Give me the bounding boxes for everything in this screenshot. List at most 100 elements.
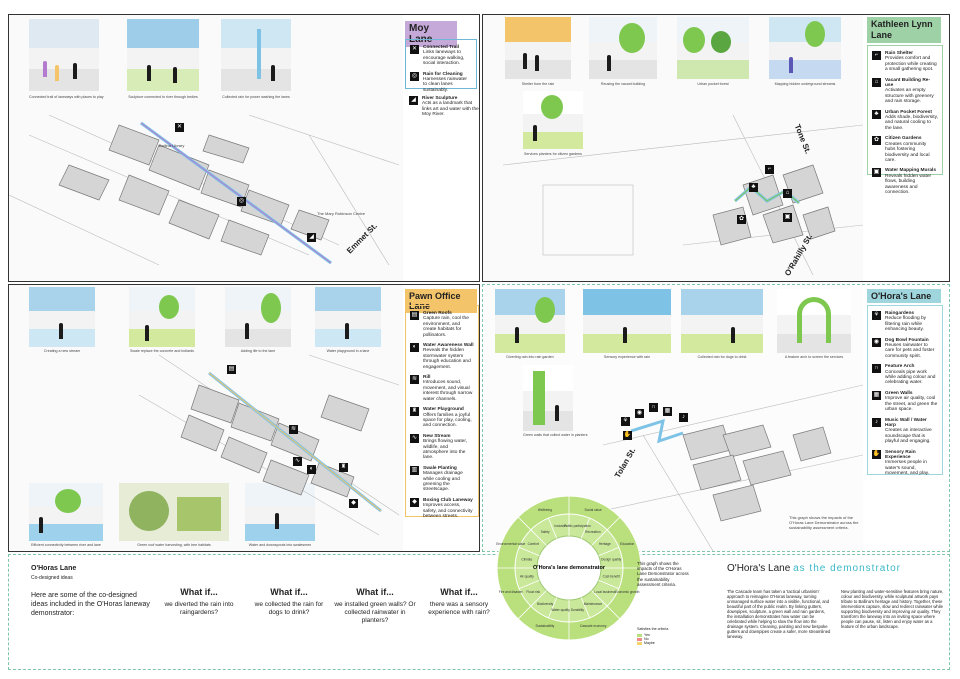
ohora-map-icon-6[interactable]: ✋ bbox=[623, 431, 632, 440]
ohora-lane-section: Diverting rain into rain garden Sensory … bbox=[482, 284, 950, 552]
wheel-outer-label: Social value bbox=[585, 508, 602, 512]
pawn-map-icon-5[interactable]: ♜ bbox=[339, 463, 348, 472]
wheel-inner-divider bbox=[591, 529, 608, 546]
pawn-lane-section: Creating a new stream Swale replace the … bbox=[8, 284, 480, 552]
library-label: Ballina Library bbox=[159, 143, 185, 148]
pawn-caption-6: Green roof water harvesting, with bee ha… bbox=[137, 543, 211, 547]
pawn-sketch-3 bbox=[225, 287, 291, 347]
wheel-inner-divider bbox=[580, 597, 591, 619]
ohora-map-drawing bbox=[582, 384, 863, 551]
pawn-lane-title: Pawn Office Lane bbox=[405, 289, 477, 313]
kathleen-caption-1: Shelter from the rain bbox=[521, 82, 555, 86]
ohora-map-icon-3[interactable]: ∩ bbox=[649, 403, 658, 412]
kathleen-map-icon-2[interactable]: ⌂ bbox=[783, 189, 792, 198]
pawn-map-icon-6[interactable]: ◆ bbox=[349, 499, 358, 508]
playground-icon: ♜ bbox=[410, 407, 419, 417]
swale-icon: ▥ bbox=[410, 465, 419, 475]
wheel-centre-label: O'Hora's lane demonstrator bbox=[533, 565, 606, 571]
wall-icon: ◐ bbox=[410, 343, 419, 353]
kathleen-map-icon-4[interactable]: ✿ bbox=[737, 215, 746, 224]
kathleen-lane-map: Shelter from the rain Reusing the vacant… bbox=[483, 15, 863, 281]
kathleen-sketch-2 bbox=[589, 17, 657, 79]
pawn-caption-1: Creating a new stream bbox=[43, 349, 81, 353]
ohora-lane-map: Diverting rain into rain garden Sensory … bbox=[483, 285, 863, 551]
ohora-sketch-1 bbox=[495, 289, 565, 353]
kathleen-sketch-1 bbox=[505, 17, 571, 79]
pawn-caption-4: Water playground in a lane bbox=[326, 349, 370, 353]
wheel-outer-divider bbox=[517, 516, 532, 531]
kathleen-sketch-5 bbox=[523, 91, 583, 149]
demonstrator-heading-a: O'Hora's Lane bbox=[727, 563, 791, 574]
wheel-inner-label: Heritage bbox=[599, 542, 611, 546]
pawn-map-icon-4[interactable]: ◐ bbox=[307, 465, 316, 474]
trail-map-icon[interactable]: ✕ bbox=[175, 123, 184, 132]
kathleen-map-icon-5[interactable]: ▣ bbox=[783, 213, 792, 222]
pawn-caption-2: Swale replace the concrete and bollards bbox=[130, 349, 194, 353]
pawn-sketch-5 bbox=[29, 483, 103, 541]
kathleen-map-icon-3[interactable]: ♣ bbox=[749, 183, 758, 192]
kathleen-caption-5: Services planters for citizen gardens bbox=[524, 152, 582, 156]
wheel-outer-label: Sustainability bbox=[536, 624, 555, 628]
moy-sketch-1 bbox=[29, 19, 99, 91]
ohora-map-icon-5[interactable]: ♪ bbox=[679, 413, 688, 422]
wheel-outer-label: Environmental value bbox=[496, 542, 525, 546]
rain-clean-map-icon[interactable]: ◎ bbox=[237, 197, 246, 206]
pawn-map-icon-2[interactable]: ≋ bbox=[289, 425, 298, 434]
wheel-outer-label: Fire and disaster bbox=[499, 590, 524, 594]
wheel-inner-label: Air quality bbox=[520, 574, 534, 578]
sculpture-map-icon[interactable]: ◢ bbox=[307, 233, 316, 242]
whatif-1: What if...we diverted the rain into rain… bbox=[164, 587, 234, 616]
pawn-map-icon-3[interactable]: ∿ bbox=[293, 457, 302, 466]
kathleen-caption-4: Mapping hidden underground streams bbox=[774, 82, 836, 86]
wheel-outer-divider bbox=[606, 516, 621, 531]
moy-lane-section: Connected trail of laneways with places … bbox=[8, 14, 480, 282]
shelter-icon: ⌐ bbox=[872, 51, 881, 60]
mural-icon: ▣ bbox=[872, 168, 881, 178]
ohora-sketch-5 bbox=[523, 365, 573, 431]
raingarden-icon: ⚘ bbox=[872, 311, 881, 320]
wheel-outer-label: Cascade economy bbox=[580, 624, 607, 628]
sustainability-wheel: O'Hora's lane demonstrator Public partic… bbox=[496, 495, 642, 641]
codesign-subtitle: Co-designed ideas bbox=[31, 575, 73, 581]
wheel-inner-label: Public participation bbox=[564, 524, 591, 528]
kathleen-sketch-3 bbox=[677, 17, 749, 79]
moy-lane-map: Connected trail of laneways with places … bbox=[9, 15, 403, 281]
pawn-sketch-2 bbox=[129, 287, 195, 347]
wheel-outer-label: Economic growth bbox=[615, 590, 640, 594]
pawn-sketch-4 bbox=[315, 287, 381, 347]
moy-caption-2: Sculpture connected to river through bed… bbox=[128, 95, 198, 99]
pawn-caption-7: Water and downspouts into swalesmen bbox=[248, 543, 312, 547]
dog-fountain-icon: ◉ bbox=[872, 337, 881, 347]
demonstrator-para-1: The Cascade team has taken a 'tactical u… bbox=[727, 589, 831, 639]
wheel-inner-divider bbox=[598, 546, 620, 557]
building-icon: ⌂ bbox=[872, 77, 881, 87]
ohora-map-icon-2[interactable]: ◉ bbox=[635, 409, 644, 418]
ohora-caption-4: A feature arch to screen the services bbox=[784, 355, 844, 359]
moy-caption-3: Collected rain for power washing the lan… bbox=[222, 95, 290, 99]
sensory-icon: ✋ bbox=[872, 449, 881, 459]
kathleen-map-icon-1[interactable]: ⌐ bbox=[765, 165, 774, 174]
pawn-caption-3: Adding life to the lane bbox=[240, 349, 276, 353]
pawn-sketch-6 bbox=[119, 483, 229, 541]
ohora-caption-5: Green walls that collect water in plante… bbox=[523, 433, 588, 437]
kathleen-sketch-4 bbox=[769, 17, 841, 79]
ohora-map-icon-4[interactable]: ▦ bbox=[663, 407, 672, 416]
ohora-map-icon-1[interactable]: ⚘ bbox=[621, 417, 630, 426]
wheel-inner-label: Flood risk bbox=[526, 590, 540, 594]
pawn-map-icon-1[interactable]: ▤ bbox=[227, 365, 236, 374]
wheel-outer-divider bbox=[517, 605, 532, 620]
boxing-icon: ◆ bbox=[410, 497, 419, 507]
legend-no: No bbox=[637, 637, 689, 641]
wheel-outer-divider bbox=[606, 605, 621, 620]
